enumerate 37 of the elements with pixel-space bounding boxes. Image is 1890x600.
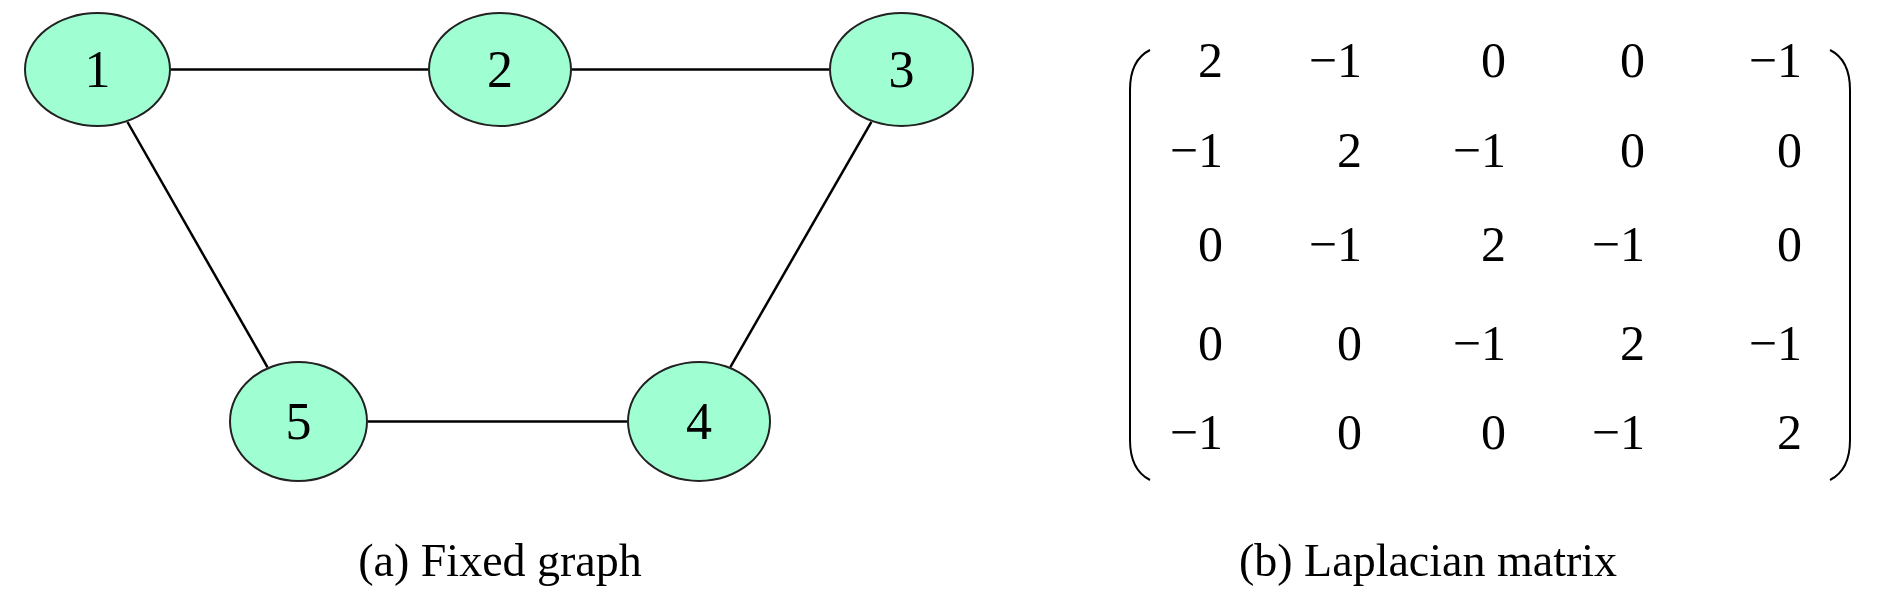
matrix-entry: 0 bbox=[1198, 216, 1223, 272]
connector-line bbox=[171, 68, 428, 71]
matrix-entry: 0 bbox=[1337, 404, 1362, 460]
connector-line bbox=[368, 420, 627, 423]
matrix-entry: −1 bbox=[1748, 32, 1802, 88]
matrix-entry: 2 bbox=[1481, 216, 1506, 272]
matrix-entry: −1 bbox=[1591, 404, 1645, 460]
caption: (a) Fixed graph bbox=[358, 533, 642, 587]
matrix-entry: −1 bbox=[1308, 32, 1362, 88]
matrix-entry: 2 bbox=[1337, 122, 1362, 178]
connector-line bbox=[572, 68, 829, 71]
matrix-entry: −1 bbox=[1452, 315, 1506, 371]
matrix-entry: 0 bbox=[1481, 404, 1506, 460]
matrix-entry: −1 bbox=[1452, 122, 1506, 178]
matrix-entry: −1 bbox=[1591, 216, 1645, 272]
matrix-entry: 0 bbox=[1620, 32, 1645, 88]
matrix-entry: −1 bbox=[1169, 122, 1223, 178]
connector-line bbox=[126, 121, 269, 368]
graph-node: 3 bbox=[829, 12, 974, 127]
graph-node: 5 bbox=[229, 361, 368, 482]
caption: (b) Laplacian matrix bbox=[1239, 533, 1617, 587]
matrix-entry: −1 bbox=[1748, 315, 1802, 371]
matrix-entry: 0 bbox=[1777, 216, 1802, 272]
matrix-entry: 2 bbox=[1777, 404, 1802, 460]
matrix-entry: −1 bbox=[1308, 216, 1362, 272]
matrix-entry: −1 bbox=[1169, 404, 1223, 460]
graph-node: 4 bbox=[627, 361, 771, 482]
connector-line bbox=[729, 121, 873, 368]
matrix-entry: 0 bbox=[1777, 122, 1802, 178]
matrix-entry: 0 bbox=[1198, 315, 1223, 371]
matrix-entry: 0 bbox=[1620, 122, 1645, 178]
matrix-entry: 0 bbox=[1481, 32, 1506, 88]
matrix-entry: 2 bbox=[1198, 32, 1223, 88]
graph-node: 2 bbox=[428, 12, 572, 127]
graph-node: 1 bbox=[24, 12, 171, 127]
matrix-entry: 2 bbox=[1620, 315, 1645, 371]
matrix-entry: 0 bbox=[1337, 315, 1362, 371]
